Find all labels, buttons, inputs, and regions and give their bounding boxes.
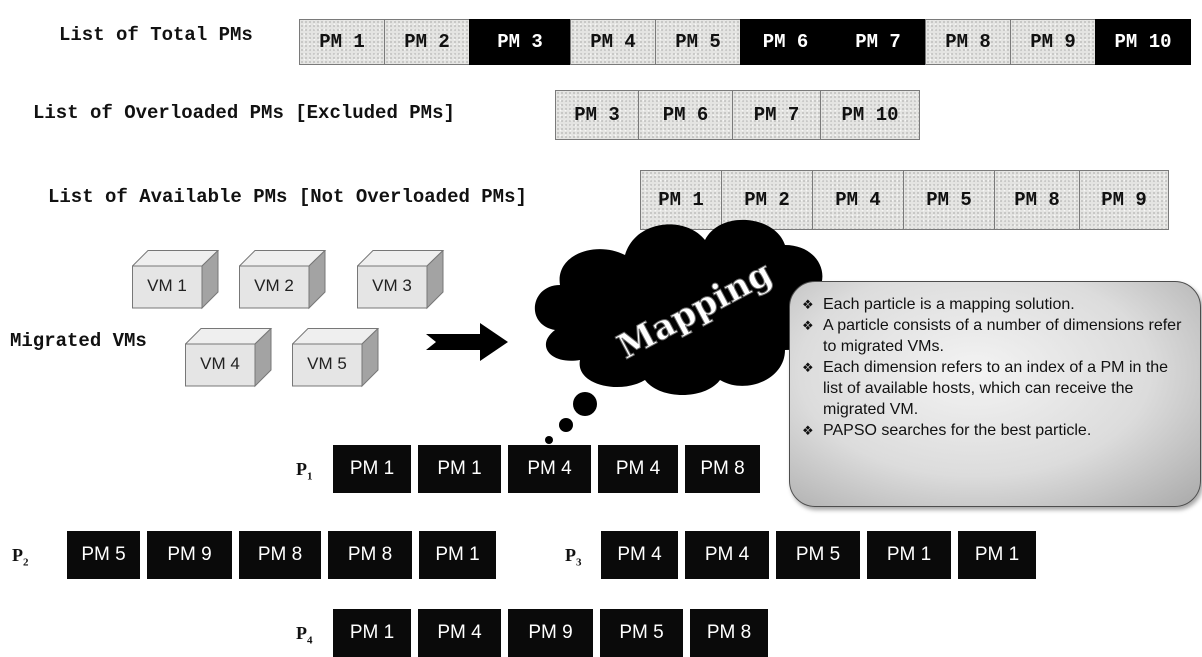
overloaded-pm-cell: PM 3	[469, 19, 571, 65]
pm-cell: PM 2	[384, 19, 470, 65]
particle-letter: P	[296, 623, 307, 643]
description-item: ❖ PAPSO searches for the best particle.	[802, 420, 1188, 441]
total-pms-label: List of Total PMs	[59, 24, 253, 46]
description-item: ❖ Each particle is a mapping solution.	[802, 294, 1188, 315]
particle-dimension: PM 1	[867, 531, 951, 579]
particle-label: P1	[296, 459, 313, 483]
vm-label: VM 2	[254, 276, 294, 295]
overloaded-pms-label: List of Overloaded PMs [Excluded PMs]	[33, 102, 455, 124]
overloaded-pm-cell: PM 6	[740, 19, 831, 65]
pm-cell: PM 10	[820, 90, 920, 140]
cube-icon	[185, 328, 273, 388]
description-text: Each particle is a mapping solution.	[823, 296, 1075, 313]
cube-icon	[357, 250, 445, 310]
pm-cell: PM 7	[732, 90, 821, 140]
particle-dimension: PM 1	[958, 531, 1036, 579]
particle-dimension: PM 5	[67, 531, 140, 579]
migrated-vms-label: Migrated VMs	[10, 330, 147, 352]
particle-dimension: PM 1	[333, 609, 411, 657]
diamond-bullet-icon: ❖	[802, 318, 814, 333]
pm-cell: PM 8	[925, 19, 1011, 65]
description-text: A particle consists of a number of dimen…	[823, 317, 1182, 355]
arrow-right-icon	[426, 323, 508, 361]
vm-label: VM 1	[147, 276, 187, 295]
diamond-bullet-icon: ❖	[802, 360, 814, 375]
mapping-cloud: Mapping	[534, 219, 823, 444]
particle-dimension: PM 9	[147, 531, 232, 579]
pm-cell: PM 5	[903, 170, 995, 230]
particle-index: 3	[576, 556, 582, 569]
diamond-bullet-icon: ❖	[802, 297, 814, 312]
particle-label: P3	[565, 545, 582, 569]
particle-dimension: PM 1	[333, 445, 411, 493]
diamond-bullet-icon: ❖	[802, 423, 814, 438]
cube-icon	[239, 250, 327, 310]
vm-label: VM 4	[200, 354, 240, 373]
particle-dimension: PM 1	[418, 445, 501, 493]
overloaded-pm-cell: PM 7	[830, 19, 926, 65]
description-note: ❖ Each particle is a mapping solution. ❖ A …	[789, 281, 1201, 507]
overloaded-pm-cell: PM 10	[1095, 19, 1191, 65]
description-list: ❖ Each particle is a mapping solution. ❖ A …	[802, 294, 1188, 441]
particle-dimension: PM 5	[600, 609, 683, 657]
particle-dimension: PM 1	[419, 531, 496, 579]
particle-dimension: PM 4	[508, 445, 591, 493]
particle-dimension: PM 4	[601, 531, 678, 579]
pm-cell: PM 1	[299, 19, 385, 65]
pm-cell: PM 8	[994, 170, 1080, 230]
vm-label: VM 3	[372, 276, 412, 295]
pm-cell: PM 2	[721, 170, 813, 230]
pm-cell: PM 3	[555, 90, 639, 140]
vm-cube: VM 5	[292, 328, 382, 388]
pm-cell: PM 9	[1010, 19, 1096, 65]
available-pms-label: List of Available PMs [Not Overloaded PM…	[48, 186, 527, 208]
particle-letter: P	[12, 545, 23, 565]
particle-label: P4	[296, 623, 313, 647]
pm-cell: PM 4	[570, 19, 656, 65]
cube-icon	[132, 250, 220, 310]
particle-dimension: PM 9	[508, 609, 593, 657]
vm-cube: VM 3	[357, 250, 447, 310]
particle-dimension: PM 4	[685, 531, 769, 579]
particle-dimension: PM 4	[418, 609, 501, 657]
particle-index: 1	[307, 470, 313, 483]
pm-cell: PM 9	[1079, 170, 1169, 230]
particle-dimension: PM 8	[239, 531, 321, 579]
pm-cell: PM 5	[655, 19, 741, 65]
description-text: Each dimension refers to an index of a P…	[823, 359, 1169, 418]
vm-label: VM 5	[307, 354, 347, 373]
particle-letter: P	[565, 545, 576, 565]
cube-icon	[292, 328, 380, 388]
vm-cube: VM 2	[239, 250, 329, 310]
particle-index: 2	[23, 556, 29, 569]
particle-dimension: PM 4	[598, 445, 678, 493]
particle-dimension: PM 8	[690, 609, 768, 657]
particle-letter: P	[296, 459, 307, 479]
particle-label: P2	[12, 545, 29, 569]
description-item: ❖ Each dimension refers to an index of a …	[802, 357, 1188, 420]
description-text: PAPSO searches for the best particle.	[823, 422, 1092, 439]
particle-dimension: PM 8	[685, 445, 760, 493]
vm-cube: VM 1	[132, 250, 222, 310]
description-item: ❖ A particle consists of a number of dime…	[802, 315, 1188, 357]
particle-dimension: PM 8	[328, 531, 412, 579]
pm-cell: PM 6	[638, 90, 733, 140]
particle-dimension: PM 5	[776, 531, 860, 579]
particle-index: 4	[307, 634, 313, 647]
vm-cube: VM 4	[185, 328, 275, 388]
pm-cell: PM 1	[640, 170, 722, 230]
